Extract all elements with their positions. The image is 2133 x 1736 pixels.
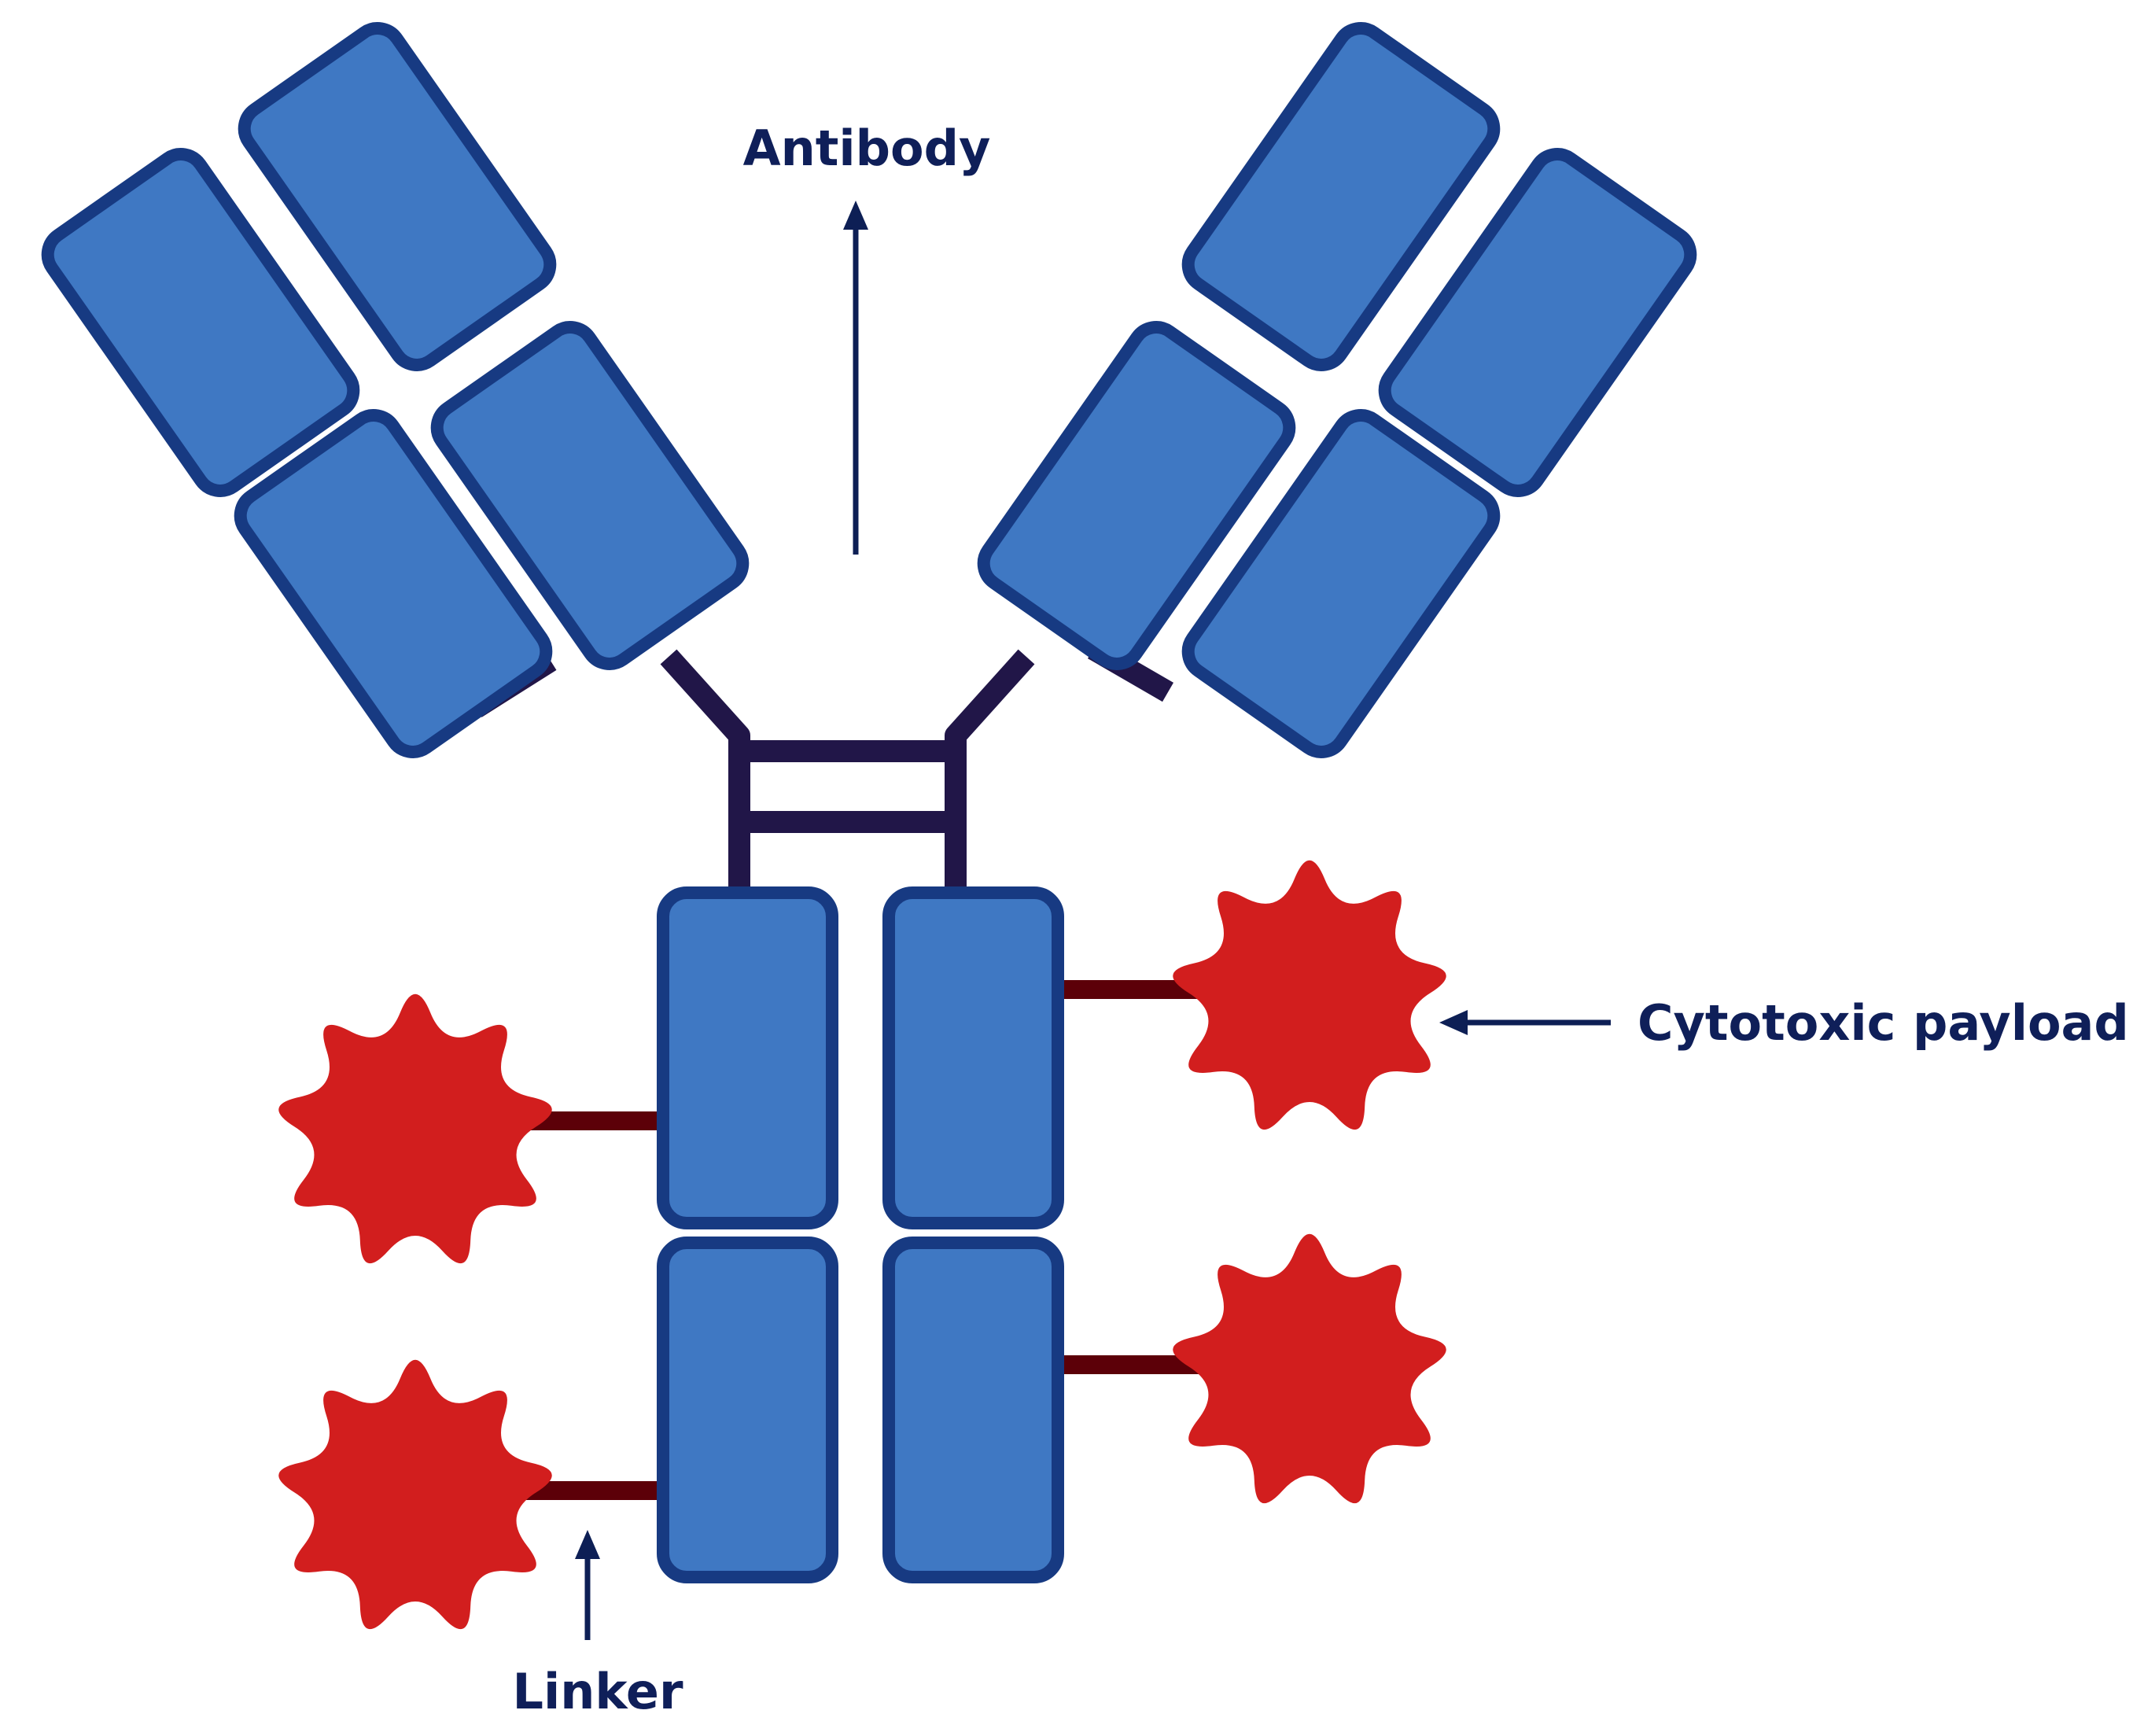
right-light-chain-variable-domain [1378, 148, 1697, 497]
left-heavy-chain-constant-domain [430, 321, 750, 670]
fc-right-ch2-domain [882, 886, 1064, 1229]
fc-left-ch3-domain [657, 1237, 838, 1583]
starburst-icon [1173, 860, 1446, 1130]
linker-label: Linker [512, 1663, 683, 1720]
left-light-chain-variable-domain [41, 148, 360, 497]
right-light-chain-constant-domain [1181, 409, 1501, 758]
payload-arrow [1439, 1010, 1611, 1035]
arrow-left-icon [1439, 1010, 1468, 1035]
left-light-chain-constant-domain [234, 409, 553, 758]
linkers [503, 980, 1215, 1500]
payloads [278, 860, 1446, 1630]
antibody-arrow [843, 201, 868, 555]
left-hinge-chain [660, 649, 750, 893]
fc-region [657, 886, 1064, 1583]
right-hinge-chain [945, 649, 1035, 893]
linker-arrow [575, 1530, 600, 1640]
fc-left-ch2-domain [657, 886, 838, 1229]
hinge-region [470, 639, 1174, 893]
left-heavy-chain-variable-domain [238, 22, 557, 371]
starburst-icon [278, 1359, 552, 1630]
arrow-up-icon [575, 1530, 600, 1559]
left-fab-arm [41, 22, 750, 758]
arrow-up-icon [843, 201, 868, 230]
fc-right-ch3-domain [882, 1237, 1064, 1583]
right-fab-arm [977, 22, 1697, 758]
right-heavy-chain-constant-domain [977, 321, 1296, 670]
right-heavy-chain-variable-domain [1181, 22, 1501, 371]
starburst-icon [1173, 1233, 1446, 1504]
payload-label: Cytotoxic payload [1638, 994, 2129, 1052]
antibody-label: Antibody [743, 120, 991, 177]
starburst-icon [278, 993, 552, 1264]
